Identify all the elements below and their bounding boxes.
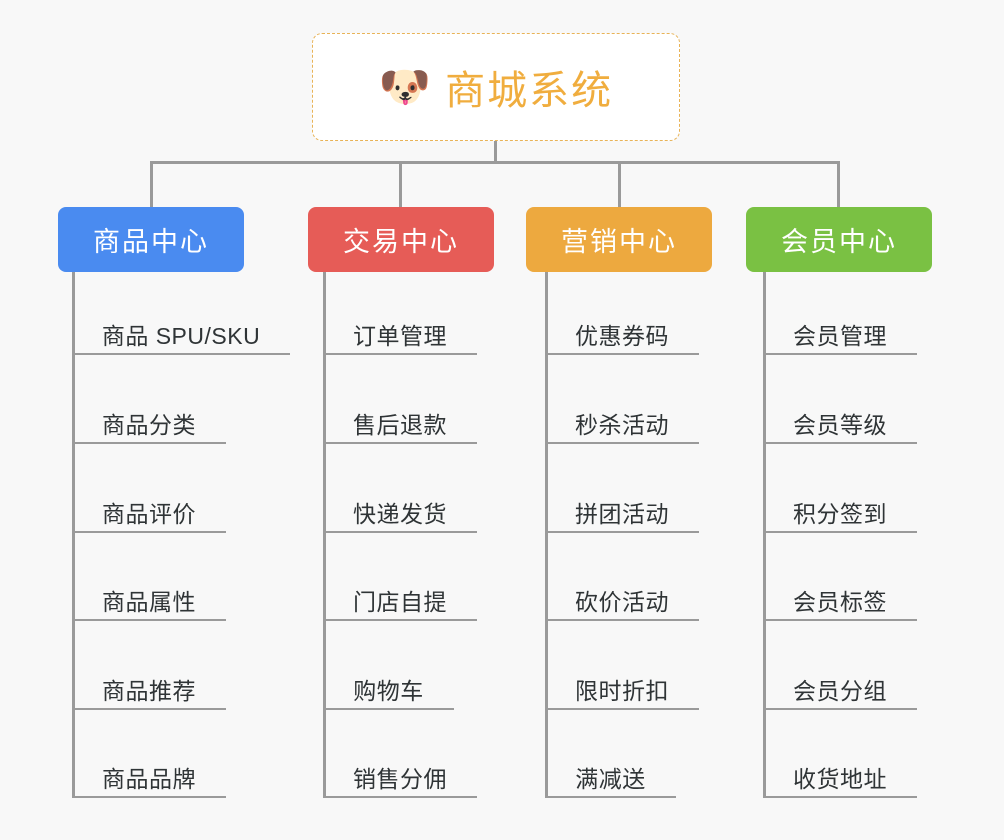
leaf-item[interactable]: 售后退款 xyxy=(323,361,477,444)
leaf-label: 会员等级 xyxy=(793,411,887,438)
leaf-spine xyxy=(323,272,326,798)
leaf-item[interactable]: 门店自提 xyxy=(323,538,477,621)
leaf-label: 优惠券码 xyxy=(575,322,669,349)
leaf-item[interactable]: 收货地址 xyxy=(763,715,917,798)
leaf-label: 商品品牌 xyxy=(102,765,196,792)
leaf-label: 商品属性 xyxy=(102,588,196,615)
leaf-item[interactable]: 拼团活动 xyxy=(545,450,699,533)
connector-drop-category-4 xyxy=(837,161,840,208)
leaf-label: 商品推荐 xyxy=(102,677,196,704)
leaf-item[interactable]: 销售分佣 xyxy=(323,715,477,798)
category-box-marketing-center[interactable]: 营销中心 xyxy=(526,207,712,272)
category-box-product-center[interactable]: 商品中心 xyxy=(58,207,244,272)
category-label: 商品中心 xyxy=(93,227,209,257)
leaf-item[interactable]: 商品品牌 xyxy=(72,715,226,798)
dog-face-icon: 🐶 xyxy=(378,63,432,110)
leaf-label: 商品评价 xyxy=(102,500,196,527)
leaf-item[interactable]: 商品 SPU/SKU xyxy=(72,272,290,355)
root-node-title: 商城系统 xyxy=(445,69,614,113)
leaf-label: 拼团活动 xyxy=(575,500,669,527)
leaf-label: 砍价活动 xyxy=(575,588,669,615)
leaf-item[interactable]: 秒杀活动 xyxy=(545,361,699,444)
leaf-item[interactable]: 满减送 xyxy=(545,715,676,798)
leaf-spine xyxy=(72,272,75,798)
leaf-item[interactable]: 商品属性 xyxy=(72,538,226,621)
leaf-label: 门店自提 xyxy=(353,588,447,615)
leaf-label: 满减送 xyxy=(575,765,646,792)
leaf-label: 限时折扣 xyxy=(575,677,669,704)
leaf-label: 会员分组 xyxy=(793,677,887,704)
leaf-spine xyxy=(763,272,766,798)
leaf-item[interactable]: 砍价活动 xyxy=(545,538,699,621)
leaf-item[interactable]: 订单管理 xyxy=(323,272,477,355)
leaf-label: 商品 SPU/SKU xyxy=(101,322,261,349)
category-box-trade-center[interactable]: 交易中心 xyxy=(308,207,494,272)
leaf-item[interactable]: 购物车 xyxy=(323,627,454,710)
connector-root-stem xyxy=(494,141,497,163)
leaf-spine xyxy=(545,272,548,798)
leaf-label: 会员标签 xyxy=(793,588,887,615)
leaf-item[interactable]: 优惠券码 xyxy=(545,272,699,355)
leaf-label: 收货地址 xyxy=(793,765,887,792)
leaf-item[interactable]: 会员分组 xyxy=(763,627,917,710)
leaf-label: 快递发货 xyxy=(353,500,447,527)
leaf-label: 积分签到 xyxy=(793,500,887,527)
category-label: 交易中心 xyxy=(343,227,459,257)
leaf-label: 销售分佣 xyxy=(353,765,447,792)
category-box-member-center[interactable]: 会员中心 xyxy=(746,207,932,272)
leaf-item[interactable]: 商品分类 xyxy=(72,361,226,444)
leaf-label: 秒杀活动 xyxy=(575,411,669,438)
category-label: 会员中心 xyxy=(781,227,897,257)
connector-drop-category-3 xyxy=(618,161,621,208)
root-node-shop-system[interactable]: 🐶 商城系统 xyxy=(312,33,680,141)
leaf-item[interactable]: 快递发货 xyxy=(323,450,477,533)
leaf-item[interactable]: 会员等级 xyxy=(763,361,917,444)
connector-horizontal-bus xyxy=(150,161,840,164)
leaf-label: 订单管理 xyxy=(353,322,447,349)
leaf-label: 售后退款 xyxy=(353,411,447,438)
leaf-item[interactable]: 会员管理 xyxy=(763,272,917,355)
connector-drop-category-1 xyxy=(150,161,153,208)
leaf-item[interactable]: 积分签到 xyxy=(763,450,917,533)
leaf-item[interactable]: 商品推荐 xyxy=(72,627,226,710)
leaf-label: 商品分类 xyxy=(102,411,196,438)
leaf-item[interactable]: 会员标签 xyxy=(763,538,917,621)
connector-drop-category-2 xyxy=(399,161,402,208)
leaf-label: 购物车 xyxy=(353,677,424,704)
leaf-item[interactable]: 限时折扣 xyxy=(545,627,699,710)
category-label: 营销中心 xyxy=(561,227,677,257)
leaf-item[interactable]: 商品评价 xyxy=(72,450,226,533)
leaf-label: 会员管理 xyxy=(793,322,887,349)
